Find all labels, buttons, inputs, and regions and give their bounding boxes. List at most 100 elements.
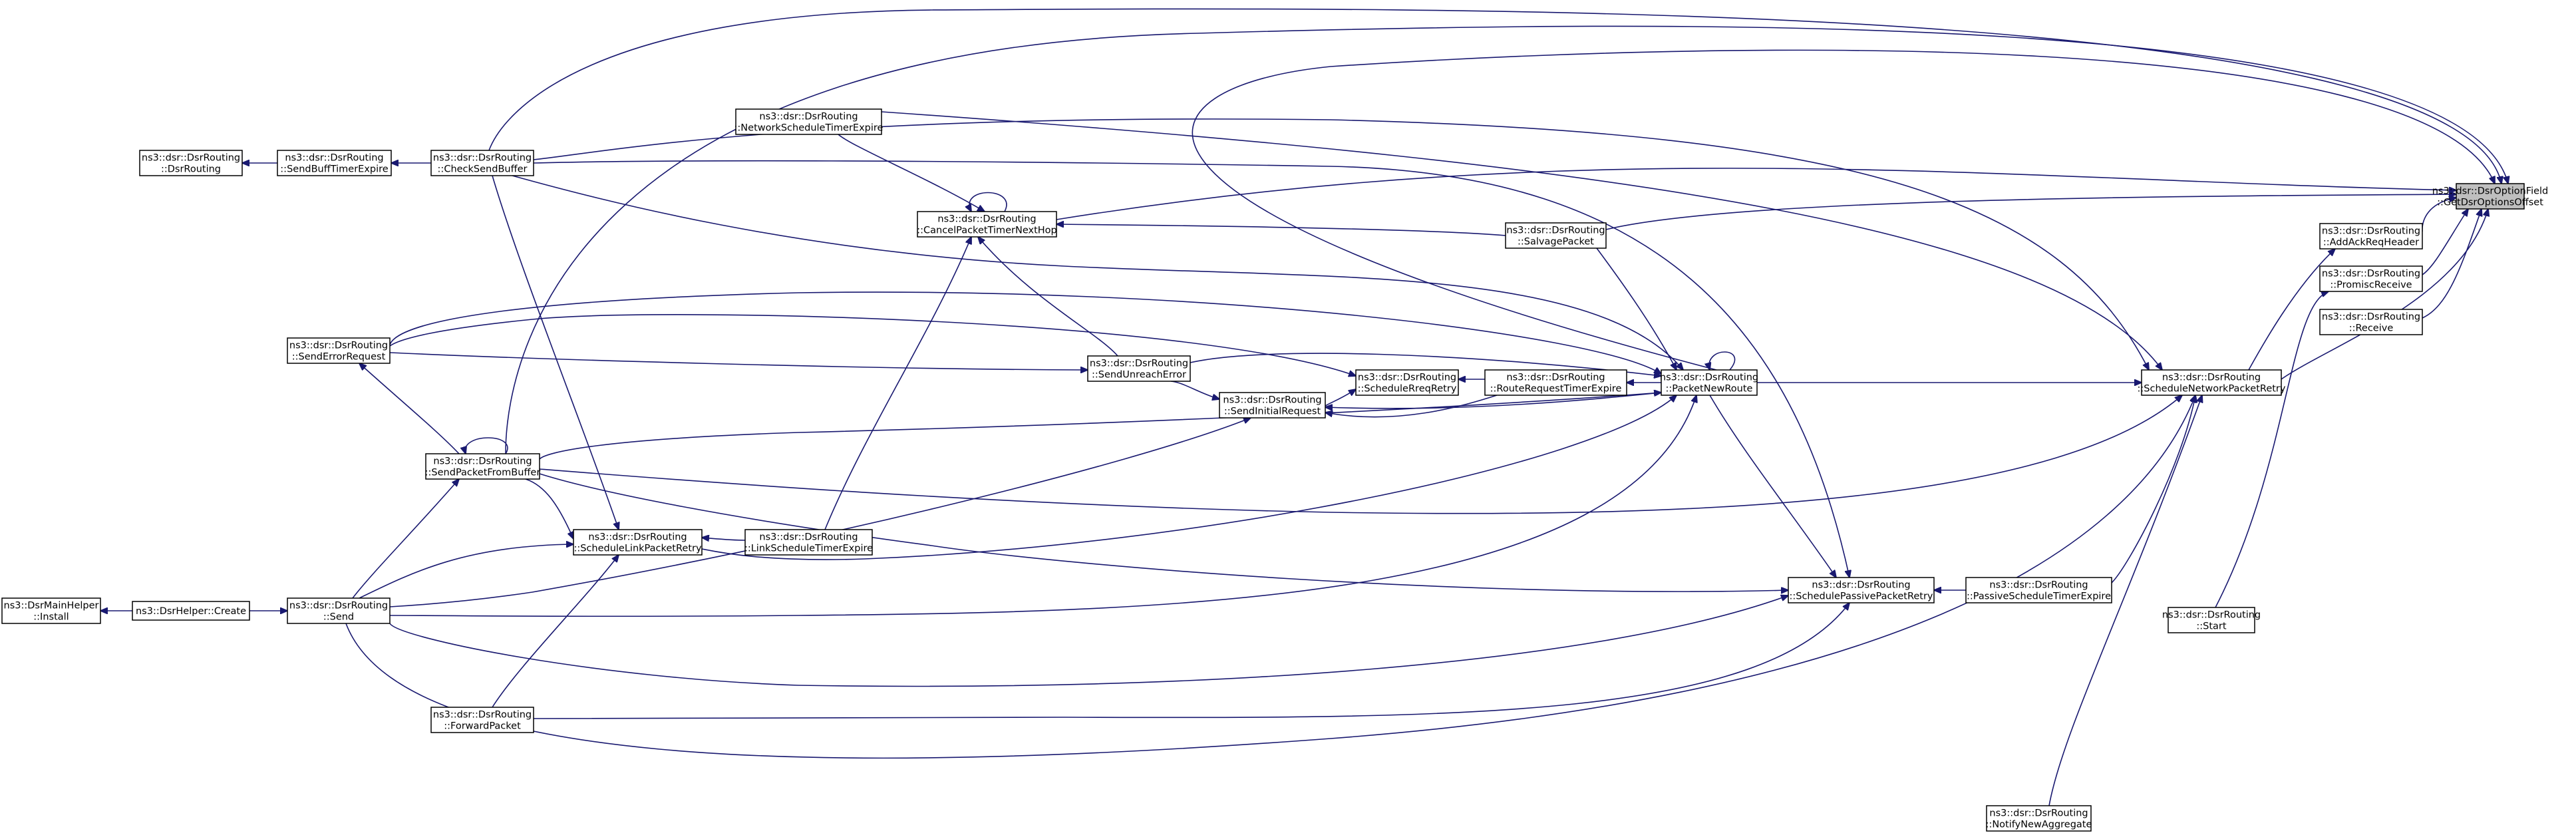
edge-forward-calls-schedpassive (533, 603, 1850, 719)
node-box (2319, 223, 2423, 250)
node-label-line: ::NetworkScheduleTimerExpire (734, 123, 884, 134)
edge-sendpfb-calls-schedlink (525, 478, 573, 539)
node-label-line: ::SendBuffTimerExpire (280, 164, 388, 175)
node-label-line: ::SendPacketFromBuffer (425, 468, 541, 478)
node-box (1484, 369, 1627, 396)
node-schedrreq[interactable]: ns3::dsr::DsrRouting::ScheduleRreqRetry (1355, 369, 1459, 396)
node-label-line: ::AddAckReqHeader (2323, 238, 2419, 248)
node-box (1986, 805, 2092, 832)
node-label-line: ::SchedulePassivePacketRetry (1789, 591, 1933, 602)
node-schedlink[interactable]: ns3::dsr::DsrRouting::ScheduleLinkPacket… (573, 529, 703, 556)
node-label-line: ns3::dsr::DsrRouting (759, 532, 858, 543)
node-receive[interactable]: ns3::dsr::DsrRouting::Receive (2319, 309, 2423, 335)
edge-sendinit-calls-pnr (1325, 392, 1662, 409)
node-label-line: ns3::dsr::DsrRouting (1506, 373, 1605, 383)
node-label-line: ::Send (323, 612, 354, 623)
edge-schedrreq-calls-sendinit (1325, 389, 1356, 407)
edge-rrte-calls-sendinit (1325, 395, 1498, 418)
node-box (1087, 355, 1191, 382)
node-label-line: ns3::dsr::DsrRouting (289, 341, 388, 351)
node-label-line: ::PacketNewRoute (1666, 384, 1753, 395)
edge-start-calls-promisc (2215, 291, 2329, 608)
edge-promisc-calls-target (2422, 209, 2468, 275)
node-promisc[interactable]: ns3::dsr::DsrRouting::PromiscReceive (2319, 265, 2423, 292)
edge-send-calls-sendpfb (352, 479, 459, 599)
node-unreach[interactable]: ns3::dsr::DsrRouting::SendUnreachError (1087, 355, 1191, 382)
node-sendinit[interactable]: ns3::dsr::DsrRouting::SendInitialRequest (1219, 392, 1326, 418)
node-label-line: ::LinkScheduleTimerExpire (744, 544, 873, 554)
node-dsrrouting[interactable]: ns3::dsr::DsrRouting::DsrRouting (139, 150, 243, 176)
node-label-line: ns3::dsr::DsrRouting (1506, 226, 1605, 236)
node-install[interactable]: ns3::DsrMainHelper::Install (1, 597, 101, 624)
edge-checksend-calls-schednet (533, 118, 2149, 370)
node-cancel[interactable]: ns3::dsr::DsrRouting::CancelPacketTimerN… (917, 211, 1057, 238)
node-label-line: ns3::dsr::DsrRouting (2322, 312, 2420, 323)
edge-sendpfb-calls-sendpfb (465, 437, 508, 454)
node-label-line: ::Start (2196, 621, 2227, 632)
edge-pnr-calls-pnr (1709, 351, 1736, 370)
node-rrte[interactable]: ns3::dsr::DsrRouting::RouteRequestTimerE… (1484, 369, 1627, 396)
node-box (744, 529, 873, 556)
node-senderr[interactable]: ns3::dsr::DsrRouting::SendErrorRequest (287, 337, 391, 364)
node-label-line: ::SendErrorRequest (292, 352, 386, 363)
edge-salvage-calls-pnr (1596, 248, 1677, 370)
edge-receive-calls-target (2422, 209, 2482, 319)
edge-forward-calls-schedlink (492, 555, 619, 708)
node-addack[interactable]: ns3::dsr::DsrRouting::AddAckReqHeader (2319, 223, 2423, 250)
node-label-line: ns3::dsr::DsrOptionField (2432, 186, 2549, 197)
node-start[interactable]: ns3::dsr::DsrRouting::Start (2162, 607, 2261, 633)
node-box (1661, 369, 1758, 396)
node-salvage[interactable]: ns3::dsr::DsrRouting::SalvagePacket (1505, 222, 1607, 249)
edge-notify-calls-schednet (2048, 395, 2202, 806)
node-box (917, 211, 1057, 238)
edge-senderr-calls-pnr (389, 291, 1661, 374)
node-label-line: ns3::dsr::DsrRouting (1358, 373, 1456, 383)
node-schedpassive[interactable]: ns3::dsr::DsrRouting::SchedulePassivePac… (1788, 577, 1935, 603)
node-box (2168, 607, 2255, 633)
node-forward[interactable]: ns3::dsr::DsrRouting::ForwardPacket (430, 707, 534, 733)
node-label-line: ns3::dsr::DsrRouting (433, 456, 532, 467)
edge-schedlink-calls-pnr (701, 395, 1677, 560)
node-box (430, 707, 534, 733)
node-label-line: ns3::dsr::DsrRouting (937, 214, 1036, 225)
node-pnr[interactable]: ns3::dsr::DsrRouting::PacketNewRoute (1660, 369, 1758, 396)
node-checksend[interactable]: ns3::dsr::DsrRouting::CheckSendBuffer (430, 150, 534, 176)
edge-cancel-calls-cancel (969, 192, 1007, 212)
node-label-line: ::GetDsrOptionsOffset (2437, 198, 2543, 208)
edge-schednet-calls-addack (2248, 249, 2335, 371)
node-target[interactable]: ns3::dsr::DsrOptionField::GetDsrOptionsO… (2432, 183, 2549, 210)
edge-sendpfb-calls-schednet (539, 395, 2182, 514)
node-notify[interactable]: ns3::dsr::DsrRouting::NotifyNewAggregate (1986, 805, 2092, 832)
node-label-line: ns3::DsrHelper::Create (136, 606, 246, 617)
edge-unreach-calls-sendinit (1170, 381, 1219, 399)
node-box (1, 597, 101, 624)
edge-checksend-calls-schedlink (492, 175, 619, 530)
node-netsched[interactable]: ns3::dsr::DsrRouting::NetworkScheduleTim… (734, 108, 884, 135)
node-label-line: ns3::dsr::DsrRouting (588, 532, 687, 543)
edge-passivetimer-calls-schednet (2111, 395, 2195, 584)
function-nodes: ns3::dsr::DsrOptionField::GetDsrOptionsO… (1, 108, 2549, 832)
edge-send-calls-schedlink (359, 544, 573, 599)
node-box (2319, 265, 2423, 292)
node-box (1355, 369, 1459, 396)
node-box (573, 529, 703, 556)
node-label-line: ::CheckSendBuffer (438, 164, 528, 175)
node-label-line: ns3::dsr::DsrRouting (1989, 580, 2088, 591)
node-send[interactable]: ns3::dsr::DsrRouting::Send (287, 597, 391, 624)
node-create[interactable]: ns3::DsrHelper::Create (132, 601, 250, 621)
edge-linksched-calls-schedlink (702, 538, 746, 540)
node-label-line: ::ForwardPacket (444, 721, 521, 732)
node-box (1505, 222, 1607, 249)
node-box (2141, 369, 2282, 396)
node-label-line: ns3::dsr::DsrRouting (2162, 373, 2261, 383)
node-sendbuff[interactable]: ns3::dsr::DsrRouting::SendBuffTimerExpir… (277, 150, 392, 176)
node-linksched[interactable]: ns3::dsr::DsrRouting::LinkScheduleTimerE… (744, 529, 873, 556)
node-label-line: ::NotifyNewAggregate (1986, 820, 2092, 830)
node-schednet[interactable]: ns3::dsr::DsrRouting::ScheduleNetworkPac… (2138, 369, 2286, 396)
node-label-line: ns3::dsr::DsrRouting (1812, 580, 1910, 591)
node-passivetimer[interactable]: ns3::dsr::DsrRouting::PassiveScheduleTim… (1965, 577, 2112, 603)
node-label-line: ::Receive (2349, 323, 2394, 334)
node-sendpfb[interactable]: ns3::dsr::DsrRouting::SendPacketFromBuff… (425, 453, 541, 480)
node-label-line: ::PromiscReceive (2330, 280, 2412, 291)
edge-salvage-calls-cancel (1056, 224, 1506, 236)
